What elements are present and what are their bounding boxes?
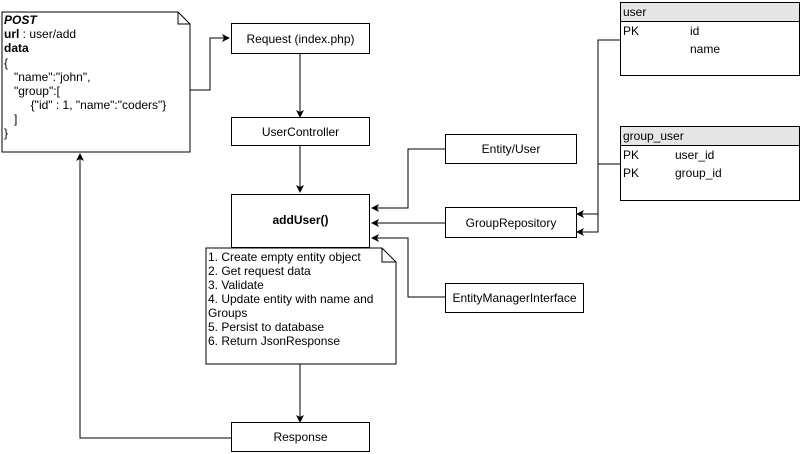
response-node[interactable]: Response xyxy=(231,422,370,452)
entity-user-node[interactable]: Entity/User xyxy=(445,134,577,164)
table-row: PK user_id xyxy=(621,146,799,164)
table-field: name xyxy=(690,42,721,56)
post-body-line: {"id" : 1, "name":"coders"} xyxy=(4,98,167,112)
post-method: POST xyxy=(4,13,37,27)
step-line: 2. Get request data xyxy=(208,264,311,278)
table-key: PK xyxy=(623,148,640,162)
post-note-shape xyxy=(1,11,191,153)
post-body-line: ] xyxy=(4,112,18,126)
step-line: 5. Persist to database xyxy=(208,320,325,334)
arrow-entitymanager-to-adduser xyxy=(371,234,445,298)
entity-manager-interface-node[interactable]: EntityManagerInterface xyxy=(445,283,584,313)
post-body-line: "group":[ xyxy=(4,84,60,98)
group-repository-node[interactable]: GroupRepository xyxy=(445,207,577,238)
steps-note-shape xyxy=(205,247,397,365)
table-field: id xyxy=(690,24,700,38)
group-user-table-name: group_user xyxy=(621,127,799,146)
table-row: PK group_id xyxy=(621,164,799,182)
group-user-table[interactable]: group_user PK user_id PK group_id xyxy=(620,126,800,201)
table-row: PK id xyxy=(621,22,799,40)
table-key: PK xyxy=(623,166,640,180)
post-body-line: } xyxy=(4,126,9,140)
user-table-name: user xyxy=(621,3,799,22)
request-node[interactable]: Request (index.php) xyxy=(231,23,370,54)
post-url-value: : user/add xyxy=(19,27,77,41)
post-data-label: data xyxy=(4,41,29,55)
arrow-post-to-request xyxy=(190,34,230,91)
user-table[interactable]: user PK id name xyxy=(620,2,800,76)
arrow-entityuser-to-adduser xyxy=(371,148,445,212)
step-line: Groups xyxy=(208,306,248,320)
step-line: 4. Update entity with name and xyxy=(208,292,374,306)
table-field: group_id xyxy=(675,166,722,180)
arrow-usertable-to-grouprepo xyxy=(576,39,620,218)
arrow-groupusertable-to-grouprepo xyxy=(576,163,620,236)
add-user-node[interactable]: addUser() xyxy=(231,194,370,248)
arrow-response-to-post xyxy=(76,153,231,439)
post-body-line: "name":"john", xyxy=(4,70,91,84)
step-line: 3. Validate xyxy=(208,278,264,292)
table-row: name xyxy=(621,40,799,58)
post-url-label: url xyxy=(4,27,20,41)
post-body-line: { xyxy=(4,56,9,70)
post-url: url : user/add xyxy=(4,27,76,41)
step-line: 6. Return JsonResponse xyxy=(208,334,341,348)
user-controller-node[interactable]: UserController xyxy=(231,117,370,146)
step-line: 1. Create empty entity object xyxy=(208,250,361,264)
table-field: user_id xyxy=(675,148,715,162)
table-key: PK xyxy=(623,24,640,38)
